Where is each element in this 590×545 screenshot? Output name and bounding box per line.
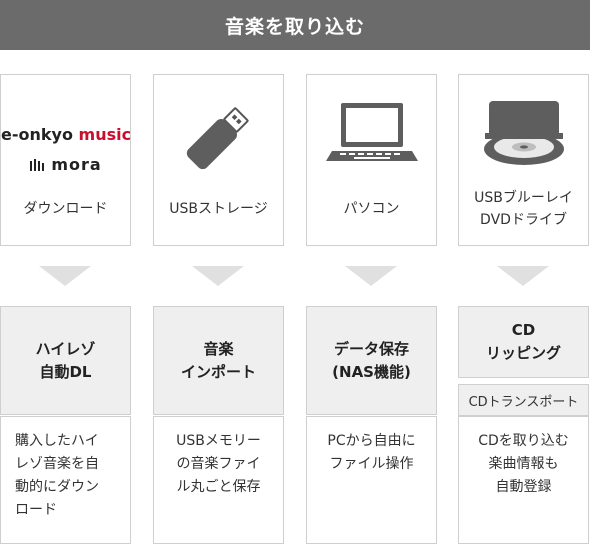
disc-drive-icon <box>459 97 588 169</box>
feature-box-import: 音楽インポート <box>153 306 284 415</box>
description-box: CDを取り込む楽曲情報も 自動登録 <box>458 416 589 544</box>
source-card-pc: パソコン <box>306 74 437 246</box>
cd-transport-label: CDトランスポート <box>458 384 589 416</box>
arrow-down-icon <box>192 266 244 286</box>
description-box: PCから自由にファイル操作 <box>306 416 437 544</box>
source-label: パソコン <box>343 201 400 217</box>
source-card-download: e-onkyo music mora ダウンロード <box>0 74 131 246</box>
e-onkyo-logo: e-onkyo music <box>1 125 132 144</box>
source-label: ダウンロード <box>23 201 108 217</box>
laptop-icon <box>307 99 436 167</box>
mora-logo: mora <box>1 155 130 174</box>
source-card-usb: USBストレージ <box>153 74 284 246</box>
source-label: USBストレージ <box>169 201 268 217</box>
feature-box-nas: データ保存(NAS機能) <box>306 306 437 415</box>
mora-mark-icon <box>30 158 45 171</box>
description-box: 購入したハイレゾ音楽を自 動的にダウンロード <box>0 416 131 544</box>
description-box: USBメモリーの音楽ファイ ル丸ごと保存 <box>153 416 284 544</box>
feature-box-hires: ハイレゾ自動DL <box>0 306 131 415</box>
arrow-down-icon <box>39 266 91 286</box>
page-title: 音楽を取り込む <box>0 0 590 50</box>
arrow-down-icon <box>497 266 549 286</box>
usb-stick-icon <box>154 97 283 177</box>
arrow-down-icon <box>345 266 397 286</box>
